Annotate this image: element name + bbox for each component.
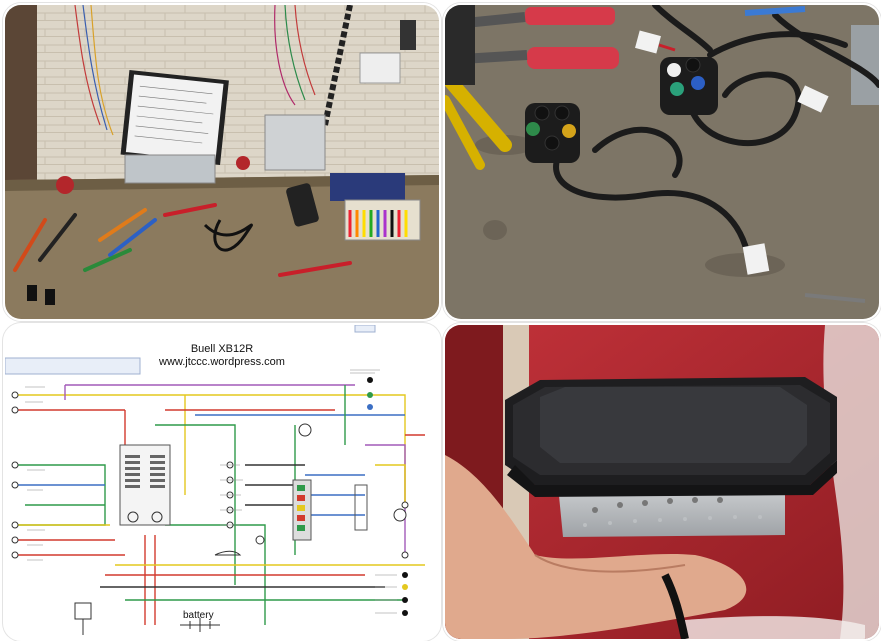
switch-pods-photo-panel	[443, 3, 881, 321]
wiring-diagram-panel: Buell XB12R www.jtccc.wordpress.com	[3, 323, 441, 641]
dash-photo	[445, 325, 879, 639]
wiring-diagram	[5, 325, 425, 635]
workbench-photo	[5, 5, 439, 319]
diagram-title: Buell XB12R	[190, 343, 254, 355]
battery-label: battery	[183, 610, 214, 621]
switch-photo	[445, 5, 879, 319]
workbench-photo-panel	[3, 3, 441, 321]
diagram-url: www.jtccc.wordpress.com	[159, 356, 285, 368]
dash-display-photo-panel	[443, 323, 881, 641]
